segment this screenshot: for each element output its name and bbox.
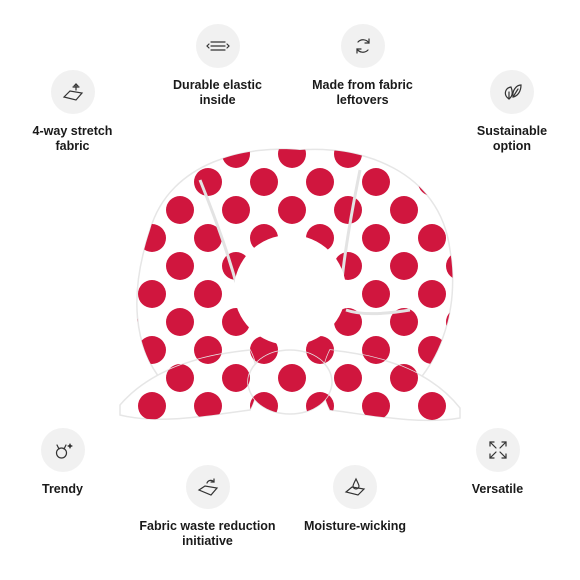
feature-made-from-leftovers: Made from fabric leftovers	[300, 24, 425, 108]
feature-label: Sustainable option	[476, 124, 548, 153]
cat-sparkle-icon	[40, 428, 85, 472]
recycle-fabric-icon	[185, 465, 230, 509]
feature-versatile: Versatile	[460, 428, 535, 497]
feature-four-way-stretch: 4-way stretch fabric	[20, 70, 125, 154]
four-way-stretch-icon	[50, 70, 95, 114]
feature-sustainable: Sustainable option	[462, 70, 562, 154]
feature-moisture-wicking: Moisture-wicking	[295, 465, 415, 534]
recycle-arrows-icon	[340, 24, 385, 68]
scrunchie-product-image	[119, 148, 461, 422]
stretch-arrows-icon	[195, 24, 240, 68]
leaf-icon	[490, 70, 534, 114]
feature-label: Fabric waste reduction initiative	[139, 519, 276, 548]
feature-label: Trendy	[42, 482, 83, 496]
feature-waste-reduction: Fabric waste reduction initiative	[130, 465, 285, 549]
feature-label: 4-way stretch fabric	[32, 124, 113, 153]
water-drop-fabric-icon	[333, 465, 377, 509]
feature-label: Made from fabric leftovers	[312, 78, 413, 107]
expand-arrows-icon	[475, 428, 520, 472]
feature-trendy: Trendy	[25, 428, 100, 497]
feature-durable-elastic: Durable elastic inside	[160, 24, 275, 108]
feature-label: Versatile	[471, 482, 524, 496]
feature-label: Durable elastic inside	[173, 78, 262, 107]
feature-label: Moisture-wicking	[303, 519, 407, 533]
